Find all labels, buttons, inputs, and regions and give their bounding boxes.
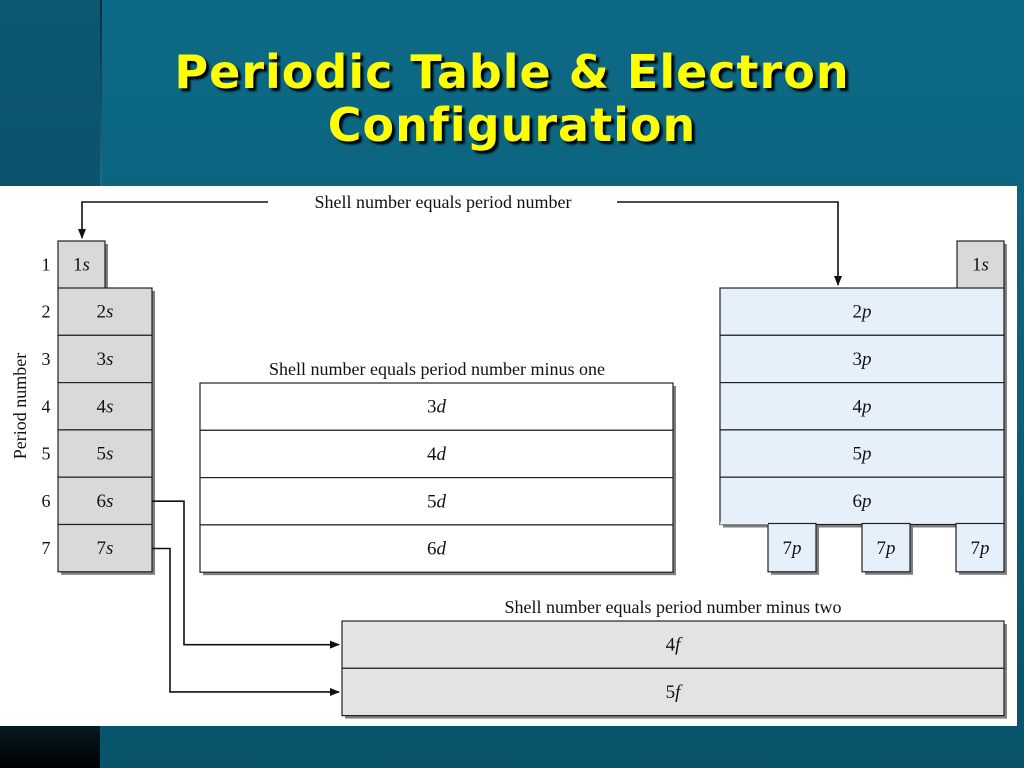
d-block-label: 4d [427,444,447,465]
s-block-cell [57,382,153,431]
helium-cell [956,240,1005,289]
label-shell-minus-one: Shell number equals period number minus … [269,359,605,379]
arrow-to-s-block [78,201,268,239]
p-block-7p-tab [955,522,1005,573]
d-block-label: 5d [427,491,447,512]
p-block-label: 3p [853,349,872,370]
p-block-7p-label: 7p [783,538,802,559]
diagram-panel: 1 2 3 4 5 6 7 Period number 1s 2s 3s 4s 5s 6s 7s 1s 2p 3p… [0,186,1017,726]
s-block-label: 7s [97,538,114,559]
p-block-label: 4p [853,396,872,417]
period-number: 4 [42,396,51,416]
d-block-cell [199,429,674,479]
background-bottom-left [0,722,100,768]
p-block-cell [719,429,1005,478]
p-block-7p-label: 7p [971,538,990,559]
p-block-label: 5p [853,444,872,465]
p-block-7p-label: 7p [877,538,896,559]
decorative-divider [100,0,102,190]
title-line-2: Configuration [327,98,697,153]
f-block-label: 4f [666,635,684,656]
period-number: 7 [42,538,51,558]
period-number: 5 [42,444,51,464]
axis-label: Period number [10,353,30,459]
label-shell-minus-two: Shell number equals period number minus … [505,597,842,617]
orbital-block-diagram: 1 2 3 4 5 6 7 Period number 1s 2s 3s 4s 5s 6s 7s 1s 2p 3p… [10,192,1007,719]
s-block-cell [57,523,153,573]
p-block-cell [719,476,1005,526]
arrow-6s-to-4f [152,500,340,649]
f-block-cell [341,620,1005,669]
s-block-cell [57,476,153,526]
period-number: 1 [42,255,51,275]
title-line-1: Periodic Table & Electron [174,45,850,99]
p-block-7p-tab [861,522,911,573]
period-number: 2 [42,302,51,322]
d-block-label: 6d [427,539,447,560]
s-block-label: 6s [97,491,114,512]
arrow-to-p-block [617,201,842,286]
f-block-cell [341,667,1005,717]
d-block-cell [199,477,674,526]
p-block-label: 2p [853,302,872,323]
d-block-label: 3d [427,397,447,418]
f-block-label: 5f [666,682,684,703]
s-block-label: 4s [97,396,114,417]
label-shell-equals-period: Shell number equals period number [315,192,572,212]
s-block-label: 5s [97,444,114,465]
arrow-7s-to-5f [152,547,340,696]
p-block-ledge [720,522,768,525]
p-block-label: 6p [853,491,872,512]
period-number: 3 [42,349,51,369]
d-block-cell [199,382,674,431]
s-block-cell [57,287,153,336]
d-block-cell [199,524,674,573]
s-block-label: 1s [73,255,90,276]
slide-title: Periodic Table & Electron Configuration [112,45,912,153]
s-block-label: 3s [97,349,114,370]
p-block-7p-tab [767,522,817,573]
s-block-cell [57,334,153,384]
period-number: 6 [42,491,51,511]
s-block-label: 2s [97,302,114,323]
s-block-cell [57,240,106,289]
helium-label: 1s [972,255,989,276]
